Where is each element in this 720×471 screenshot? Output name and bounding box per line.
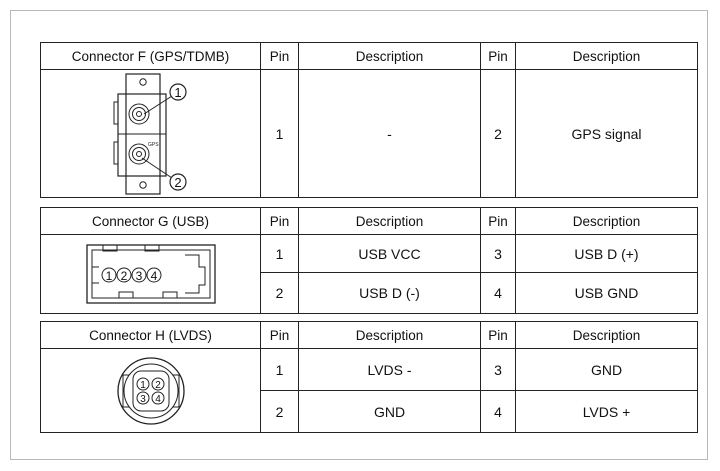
header-description: Description (298, 42, 481, 70)
usb-pin-4-label: 4 (150, 269, 157, 283)
header-description: Description (298, 207, 481, 235)
header-pin: Pin (480, 207, 516, 235)
pin-cell: 1 (260, 234, 299, 273)
description-cell: USB VCC (298, 234, 481, 273)
pin-cell: 3 (480, 348, 516, 391)
description-cell: USB D (-) (298, 272, 481, 314)
header-description: Description (298, 321, 481, 349)
pin-callout-2-label: 2 (174, 175, 181, 190)
lvds-connector-drawing: 1 2 3 4 (116, 356, 185, 425)
lvds-pin-3-label: 3 (140, 394, 146, 405)
pin-cell: 4 (480, 390, 516, 433)
usb-pin-3-label: 3 (135, 269, 142, 283)
pin-cell: 2 (480, 69, 516, 198)
lvds-pin-4-label: 4 (155, 394, 161, 405)
lvds-pin-1-label: 1 (140, 380, 146, 391)
pin-cell: 3 (480, 234, 516, 273)
pin-cell: 2 (260, 272, 299, 314)
pin-callout-1-label: 1 (174, 85, 181, 100)
connector-g-figure: 1 2 3 4 (40, 234, 261, 314)
description-cell: GPS signal (515, 69, 698, 198)
connector-f-table: Connector F (GPS/TDMB) Pin Description P… (40, 42, 698, 198)
description-cell: - (298, 69, 481, 198)
connector-h-title: Connector H (LVDS) (40, 321, 261, 349)
usb-connector-drawing: 1 2 3 4 (85, 244, 216, 304)
description-cell: USB GND (515, 272, 698, 314)
usb-pin-1-label: 1 (105, 269, 112, 283)
connector-g-table: Connector G (USB) Pin Description Pin De… (40, 207, 698, 314)
description-cell: USB D (+) (515, 234, 698, 273)
gps-mark-label: GPS (148, 142, 159, 148)
usb-pin-2-label: 2 (120, 269, 127, 283)
pin-cell: 1 (260, 348, 299, 391)
header-description: Description (515, 42, 698, 70)
pin-callout-1 (168, 82, 187, 101)
header-pin: Pin (260, 42, 299, 70)
header-description: Description (515, 321, 698, 349)
description-cell: LVDS - (298, 348, 481, 391)
connector-f-figure: GPS 1 2 (40, 69, 261, 198)
header-pin: Pin (260, 321, 299, 349)
lvds-pin-2-label: 2 (155, 380, 161, 391)
description-cell: GND (515, 348, 698, 391)
page-frame (10, 10, 708, 460)
header-pin: Pin (480, 321, 516, 349)
pin-cell: 4 (480, 272, 516, 314)
connector-f-title: Connector F (GPS/TDMB) (40, 42, 261, 70)
header-description: Description (515, 207, 698, 235)
header-pin: Pin (260, 207, 299, 235)
header-pin: Pin (480, 42, 516, 70)
gps-connector-drawing: GPS 1 2 (113, 72, 187, 195)
connector-h-figure: 1 2 3 4 (40, 348, 261, 433)
pin-cell: 2 (260, 390, 299, 433)
connector-g-title: Connector G (USB) (40, 207, 261, 235)
pin-callout-2 (168, 172, 187, 191)
description-cell: GND (298, 390, 481, 433)
description-cell: LVDS + (515, 390, 698, 433)
connector-h-table: Connector H (LVDS) Pin Description Pin D… (40, 321, 698, 433)
pin-cell: 1 (260, 69, 299, 198)
